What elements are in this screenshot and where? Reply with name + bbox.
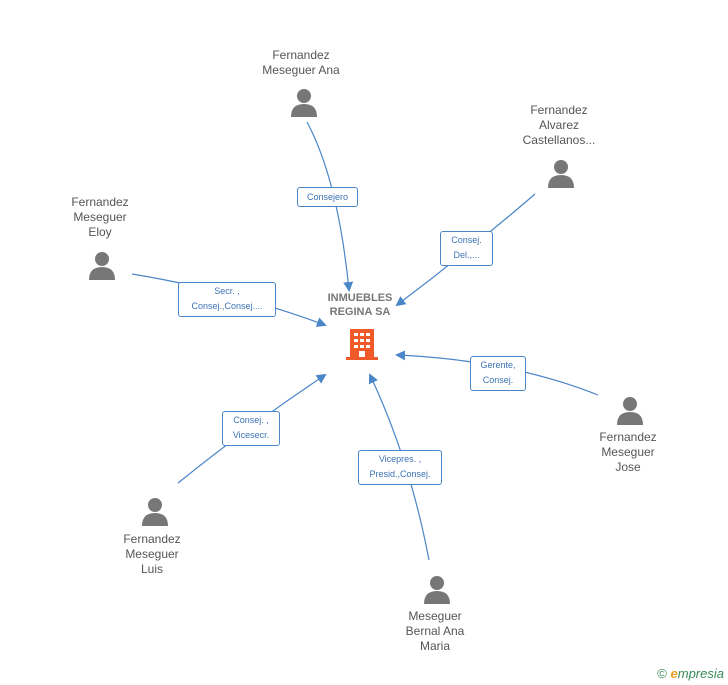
person-icon[interactable] xyxy=(546,158,576,188)
person-name-ana[interactable]: Fernandez Meseguer Ana xyxy=(262,48,340,77)
role-label-ana: Consejero xyxy=(297,187,358,207)
role-label-alvarez: Consej. Del.,... xyxy=(440,231,493,266)
person-icon[interactable] xyxy=(615,395,645,425)
role-label-jose: Gerente, Consej. xyxy=(470,356,526,391)
person-name-eloy[interactable]: Fernandez Meseguer Eloy xyxy=(71,195,129,239)
person-name-jose[interactable]: Fernandez Meseguer Jose xyxy=(599,430,657,474)
brand-initial: e xyxy=(670,666,678,681)
person-icon[interactable] xyxy=(87,250,117,280)
company-name[interactable]: INMUEBLES REGINA SA xyxy=(327,292,393,318)
building-icon[interactable] xyxy=(346,327,378,361)
role-label-luis: Consej. , Vicesecr. xyxy=(222,411,280,446)
role-label-maria: Vicepres. , Presid.,Consej. xyxy=(358,450,442,485)
person-name-luis[interactable]: Fernandez Meseguer Luis xyxy=(123,532,181,576)
copyright-symbol: © xyxy=(657,666,667,681)
person-icon[interactable] xyxy=(289,87,319,117)
person-name-maria[interactable]: Meseguer Bernal Ana Maria xyxy=(405,609,465,653)
person-icon[interactable] xyxy=(422,574,452,604)
copyright-notice: © empresia xyxy=(657,666,724,681)
person-icon[interactable] xyxy=(140,496,170,526)
person-name-alvarez[interactable]: Fernandez Alvarez Castellanos... xyxy=(522,103,596,147)
role-label-eloy: Secr. , Consej.,Consej.... xyxy=(178,282,276,317)
brand-name: mpresia xyxy=(677,666,724,681)
